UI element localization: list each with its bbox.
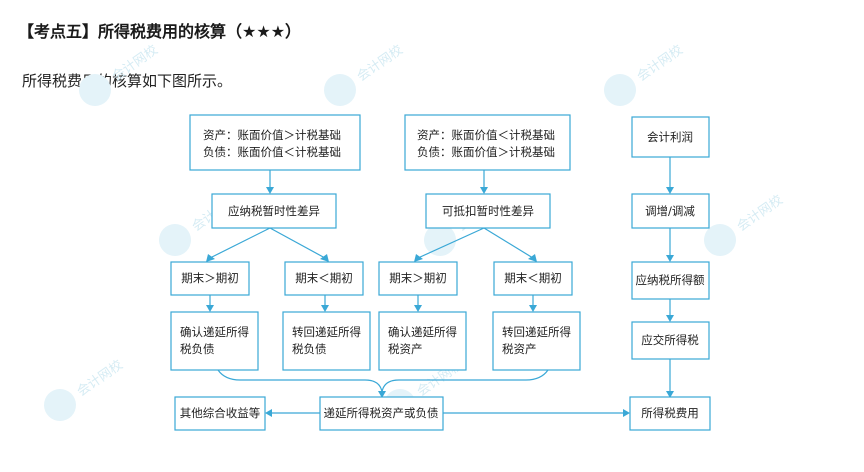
node-income-tax-expense: 所得税费用 <box>629 396 711 431</box>
node-tax-payable: 应交所得税 <box>631 321 710 360</box>
node-label: 会计利润 <box>647 130 693 144</box>
node-line: 确认递延所得 <box>180 325 249 339</box>
node-line: 转回递延所得 <box>502 325 571 339</box>
watermark: 会计网校 <box>734 192 786 235</box>
node-line: 资产：账面价值＜计税基础 <box>417 128 555 142</box>
node-label: 其他综合收益等 <box>180 406 261 420</box>
node-period-greater-2: 期末＞期初 <box>378 261 458 296</box>
node-accounting-profit: 会计利润 <box>631 116 710 158</box>
node-reverse-dtl: 转回递延所得 税负债 <box>282 311 371 371</box>
node-recognize-dtl: 确认递延所得 税负债 <box>170 311 259 371</box>
node-line: 负债：账面价值＞计税基础 <box>417 145 555 159</box>
node-label: 应纳税所得额 <box>636 273 705 287</box>
node-taxable-income: 应纳税所得额 <box>631 261 710 300</box>
node-period-greater-1: 期末＞期初 <box>170 261 250 296</box>
watermark: 会计网校 <box>634 42 686 85</box>
node-label: 可抵扣暂时性差异 <box>442 204 534 218</box>
node-label: 调增/调减 <box>645 204 695 218</box>
node-label: 递延所得税资产或负债 <box>324 406 439 420</box>
node-line: 确认递延所得 <box>388 325 457 339</box>
node-line: 转回递延所得 <box>292 325 361 339</box>
node-line: 税资产 <box>502 342 537 356</box>
node-label: 期末＞期初 <box>389 271 447 285</box>
watermark: 会计网校 <box>74 357 126 400</box>
watermark: 会计网校 <box>354 42 406 85</box>
node-line: 税负债 <box>292 342 327 356</box>
node-label: 期末＞期初 <box>181 271 239 285</box>
node-label: 期末＜期初 <box>295 271 353 285</box>
node-label: 期末＜期初 <box>504 271 562 285</box>
node-label: 应交所得税 <box>641 333 699 347</box>
node-line: 税资产 <box>388 342 423 356</box>
page-title: 【考点五】所得税费用的核算（★★★） <box>18 22 302 41</box>
watermark: 会计网校 <box>109 42 161 85</box>
node-recognize-dta: 确认递延所得 税资产 <box>378 311 467 371</box>
node-label: 应纳税暂时性差异 <box>228 204 320 218</box>
node-period-less-2: 期末＜期初 <box>493 261 573 296</box>
node-label: 所得税费用 <box>641 406 699 420</box>
node-line: 负债：账面价值＜计税基础 <box>203 145 341 159</box>
node-reverse-dta: 转回递延所得 税资产 <box>492 311 581 371</box>
intro-text: 所得税费用的核算如下图所示。 <box>22 72 233 90</box>
node-taxable-temp-diff: 应纳税暂时性差异 <box>211 193 337 229</box>
node-asset-liability-taxable: 资产：账面价值＞计税基础 负债：账面价值＜计税基础 <box>189 114 361 171</box>
node-line: 资产：账面价值＞计税基础 <box>203 128 341 142</box>
connectors <box>206 157 674 417</box>
node-adjust: 调增/调减 <box>631 193 710 229</box>
node-deferred-tax: 递延所得税资产或负债 <box>319 396 444 431</box>
node-deductible-temp-diff: 可抵扣暂时性差异 <box>425 193 551 229</box>
node-asset-liability-deductible: 资产：账面价值＜计税基础 负债：账面价值＞计税基础 <box>404 114 571 171</box>
node-other-comprehensive-income: 其他综合收益等 <box>174 396 266 431</box>
node-period-less-1: 期末＜期初 <box>284 261 364 296</box>
node-line: 税负债 <box>180 342 215 356</box>
